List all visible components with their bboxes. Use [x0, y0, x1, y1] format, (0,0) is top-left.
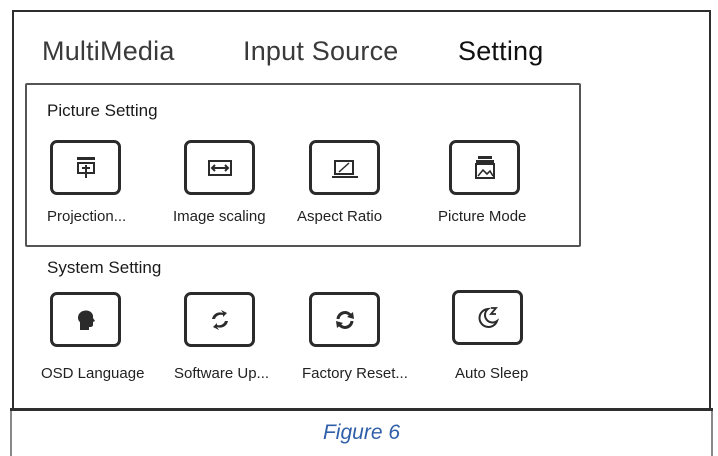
factory-reset-label: Factory Reset...: [302, 365, 408, 382]
picture-mode-label: Picture Mode: [438, 208, 527, 225]
osd-language-button[interactable]: [50, 292, 121, 347]
osd-language-label: OSD Language: [41, 365, 145, 382]
aspect-ratio-button[interactable]: [309, 140, 380, 195]
software-update-button[interactable]: [184, 292, 255, 347]
tab-input-source[interactable]: Input Source: [243, 36, 399, 66]
aspect-ratio-label: Aspect Ratio: [297, 208, 383, 225]
picture-setting-group: [25, 83, 581, 247]
factory-reset-icon: [335, 310, 354, 329]
factory-reset-button[interactable]: [309, 292, 380, 347]
caption-area: Figure 6: [10, 411, 713, 456]
auto-sleep-button[interactable]: [452, 290, 523, 345]
projection-label: Projection...: [47, 208, 127, 225]
system-setting-title: System Setting: [47, 258, 162, 277]
window-bottom-edge: [10, 408, 713, 411]
osd-language-icon: [77, 309, 95, 330]
picture-mode-icon: [474, 155, 495, 179]
figure-caption: Figure 6: [322, 421, 401, 444]
picture-mode-button[interactable]: [449, 140, 520, 195]
software-update-icon: [211, 309, 228, 330]
image-scaling-label: Image scaling: [173, 208, 266, 225]
auto-sleep-icon: [478, 306, 499, 328]
picture-setting-title: Picture Setting: [47, 101, 158, 120]
projection-button[interactable]: [50, 140, 121, 195]
auto-sleep-label: Auto Sleep: [455, 365, 529, 382]
tab-multimedia[interactable]: MultiMedia: [42, 36, 175, 66]
image-scaling-button[interactable]: [184, 140, 255, 195]
software-update-label: Software Up...: [174, 365, 270, 382]
projection-icon: [76, 156, 95, 178]
image-scaling-icon: [207, 159, 232, 176]
tab-setting[interactable]: Setting: [458, 36, 544, 66]
aspect-ratio-icon: [331, 159, 358, 178]
